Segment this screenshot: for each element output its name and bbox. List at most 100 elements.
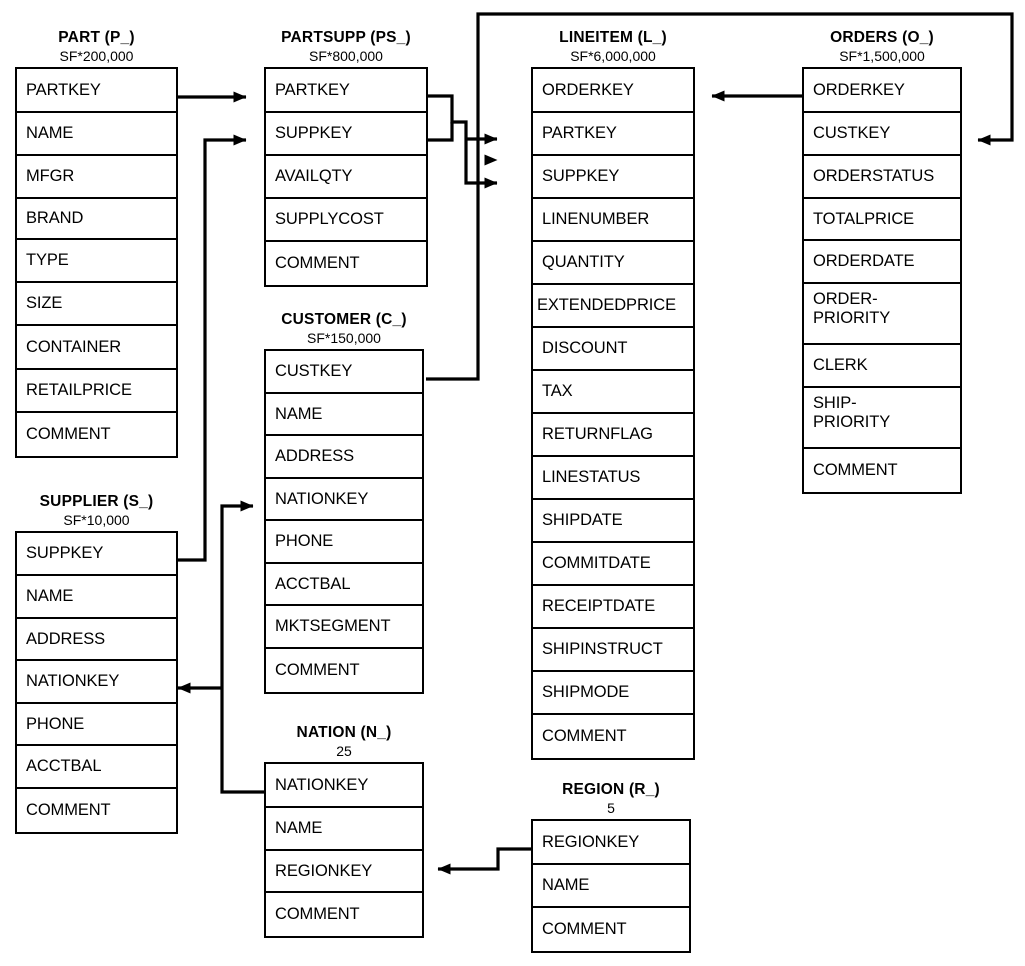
field-region-regionkey: REGIONKEY bbox=[533, 821, 689, 865]
field-orders-orderpriority: ORDER- PRIORITY bbox=[804, 284, 960, 345]
entity-lineitem-cardinality: SF*6,000,000 bbox=[570, 48, 656, 64]
entity-region-box: REGIONKEY NAME COMMENT bbox=[531, 819, 691, 953]
field-orders-orderdate: ORDERDATE bbox=[804, 241, 960, 284]
field-part-name: NAME bbox=[17, 113, 176, 156]
field-nation-regionkey: REGIONKEY bbox=[266, 851, 422, 893]
field-part-size: SIZE bbox=[17, 283, 176, 326]
field-part-partkey: PARTKEY bbox=[17, 69, 176, 113]
field-lineitem-orderkey: ORDERKEY bbox=[533, 69, 693, 113]
field-lineitem-linenumber: LINENUMBER bbox=[533, 199, 693, 242]
entity-partsupp-title: PARTSUPP (PS_) bbox=[281, 29, 411, 46]
rel-region-nation bbox=[437, 847, 532, 875]
entity-supplier-cardinality: SF*10,000 bbox=[63, 512, 130, 528]
field-part-retailprice: RETAILPRICE bbox=[17, 370, 176, 413]
field-orders-totalprice: TOTALPRICE bbox=[804, 199, 960, 241]
field-lineitem-suppkey: SUPPKEY bbox=[533, 156, 693, 199]
entity-partsupp-box: PARTKEY SUPPKEY AVAILQTY SUPPLYCOST COMM… bbox=[264, 67, 428, 287]
field-supplier-nationkey: NATIONKEY bbox=[17, 661, 176, 704]
field-lineitem-commitdate: COMMITDATE bbox=[533, 543, 693, 586]
field-part-comment: COMMENT bbox=[17, 413, 176, 456]
field-partsupp-comment: COMMENT bbox=[266, 242, 426, 285]
field-part-brand: BRAND bbox=[17, 199, 176, 240]
field-orders-shippriority-line2: PRIORITY bbox=[813, 413, 891, 431]
field-partsupp-availqty: AVAILQTY bbox=[266, 156, 426, 199]
field-orders-orderstatus: ORDERSTATUS bbox=[804, 156, 960, 199]
field-part-mfgr: MFGR bbox=[17, 156, 176, 199]
entity-region: REGION (R_) 5 REGIONKEY NAME COMMENT bbox=[531, 780, 691, 953]
field-lineitem-tax: TAX bbox=[533, 371, 693, 414]
entity-customer: CUSTOMER (C_) SF*150,000 CUSTKEY NAME AD… bbox=[264, 310, 424, 694]
entity-partsupp: PARTSUPP (PS_) SF*800,000 PARTKEY SUPPKE… bbox=[264, 28, 428, 287]
field-nation-comment: COMMENT bbox=[266, 893, 422, 936]
field-supplier-phone: PHONE bbox=[17, 704, 176, 746]
entity-supplier: SUPPLIER (S_) SF*10,000 SUPPKEY NAME ADD… bbox=[15, 492, 178, 834]
rel-nation-customer bbox=[220, 500, 264, 794]
entity-customer-cardinality: SF*150,000 bbox=[307, 330, 381, 346]
field-orders-clerk: CLERK bbox=[804, 345, 960, 388]
entity-orders-box: ORDERKEY CUSTKEY ORDERSTATUS TOTALPRICE … bbox=[802, 67, 962, 494]
field-supplier-acctbal: ACCTBAL bbox=[17, 746, 176, 789]
field-lineitem-extendedprice: EXTENDEDPRICE bbox=[533, 285, 693, 328]
field-part-type: TYPE bbox=[17, 240, 176, 283]
field-nation-name: NAME bbox=[266, 808, 422, 851]
entity-part-title: PART (P_) bbox=[58, 29, 135, 46]
field-orders-custkey: CUSTKEY bbox=[804, 113, 960, 156]
entity-region-title: REGION (R_) bbox=[562, 781, 660, 798]
field-customer-custkey: CUSTKEY bbox=[266, 351, 422, 394]
entity-lineitem-box: ORDERKEY PARTKEY SUPPKEY LINENUMBER QUAN… bbox=[531, 67, 695, 760]
field-customer-mktsegment: MKTSEGMENT bbox=[266, 606, 422, 649]
field-lineitem-comment: COMMENT bbox=[533, 715, 693, 758]
rel-partsupp-lineitem-partkey bbox=[428, 94, 498, 189]
entity-orders-cardinality: SF*1,500,000 bbox=[839, 48, 925, 64]
entity-customer-title: CUSTOMER (C_) bbox=[281, 311, 407, 328]
entity-part-box: PARTKEY NAME MFGR BRAND TYPE SIZE CONTAI… bbox=[15, 67, 178, 458]
field-orders-orderpriority-line2: PRIORITY bbox=[813, 309, 891, 327]
field-lineitem-shipdate: SHIPDATE bbox=[533, 500, 693, 543]
field-orders-comment: COMMENT bbox=[804, 449, 960, 492]
entity-customer-box: CUSTKEY NAME ADDRESS NATIONKEY PHONE ACC… bbox=[264, 349, 424, 694]
entity-nation-title: NATION (N_) bbox=[296, 724, 392, 741]
field-region-name: NAME bbox=[533, 865, 689, 908]
entity-part-cardinality: SF*200,000 bbox=[59, 48, 134, 64]
field-partsupp-suppkey: SUPPKEY bbox=[266, 113, 426, 156]
field-lineitem-shipinstruct: SHIPINSTRUCT bbox=[533, 629, 693, 672]
entity-nation: NATION (N_) 25 NATIONKEY NAME REGIONKEY … bbox=[264, 723, 424, 938]
field-lineitem-shipmode: SHIPMODE bbox=[533, 672, 693, 715]
field-lineitem-quantity: QUANTITY bbox=[533, 242, 693, 285]
field-lineitem-discount: DISCOUNT bbox=[533, 328, 693, 371]
field-nation-nationkey: NATIONKEY bbox=[266, 764, 422, 808]
entity-region-cardinality: 5 bbox=[607, 800, 615, 816]
field-lineitem-returnflag: RETURNFLAG bbox=[533, 414, 693, 457]
rel-customer-orders bbox=[426, 12, 1014, 381]
rel-partsupp-lineitem-suppkey bbox=[428, 122, 454, 142]
field-customer-nationkey: NATIONKEY bbox=[266, 479, 422, 521]
entity-supplier-title: SUPPLIER (S_) bbox=[39, 493, 154, 510]
field-lineitem-partkey: PARTKEY bbox=[533, 113, 693, 156]
field-lineitem-linestatus: LINESTATUS bbox=[533, 457, 693, 500]
field-supplier-name: NAME bbox=[17, 576, 176, 619]
field-orders-orderkey: ORDERKEY bbox=[804, 69, 960, 113]
field-orders-shippriority-line1: SHIP- bbox=[813, 394, 857, 412]
field-customer-acctbal: ACCTBAL bbox=[266, 564, 422, 606]
field-supplier-comment: COMMENT bbox=[17, 789, 176, 832]
field-lineitem-receiptdate: RECEIPTDATE bbox=[533, 586, 693, 629]
field-supplier-suppkey: SUPPKEY bbox=[17, 533, 176, 576]
field-supplier-address: ADDRESS bbox=[17, 619, 176, 661]
field-customer-phone: PHONE bbox=[266, 521, 422, 564]
entity-nation-cardinality: 25 bbox=[336, 743, 352, 759]
field-customer-address: ADDRESS bbox=[266, 436, 422, 479]
entity-orders-title: ORDERS (O_) bbox=[830, 29, 934, 46]
field-region-comment: COMMENT bbox=[533, 908, 689, 951]
field-customer-comment: COMMENT bbox=[266, 649, 422, 692]
entity-lineitem: LINEITEM (L_) SF*6,000,000 ORDERKEY PART… bbox=[531, 28, 695, 760]
field-part-container: CONTAINER bbox=[17, 326, 176, 370]
entity-partsupp-cardinality: SF*800,000 bbox=[309, 48, 383, 64]
entity-supplier-box: SUPPKEY NAME ADDRESS NATIONKEY PHONE ACC… bbox=[15, 531, 178, 834]
entity-part: PART (P_) SF*200,000 PARTKEY NAME MFGR B… bbox=[15, 28, 178, 458]
field-customer-name: NAME bbox=[266, 394, 422, 436]
entity-nation-box: NATIONKEY NAME REGIONKEY COMMENT bbox=[264, 762, 424, 938]
entity-lineitem-title: LINEITEM (L_) bbox=[559, 29, 667, 46]
field-partsupp-partkey: PARTKEY bbox=[266, 69, 426, 113]
